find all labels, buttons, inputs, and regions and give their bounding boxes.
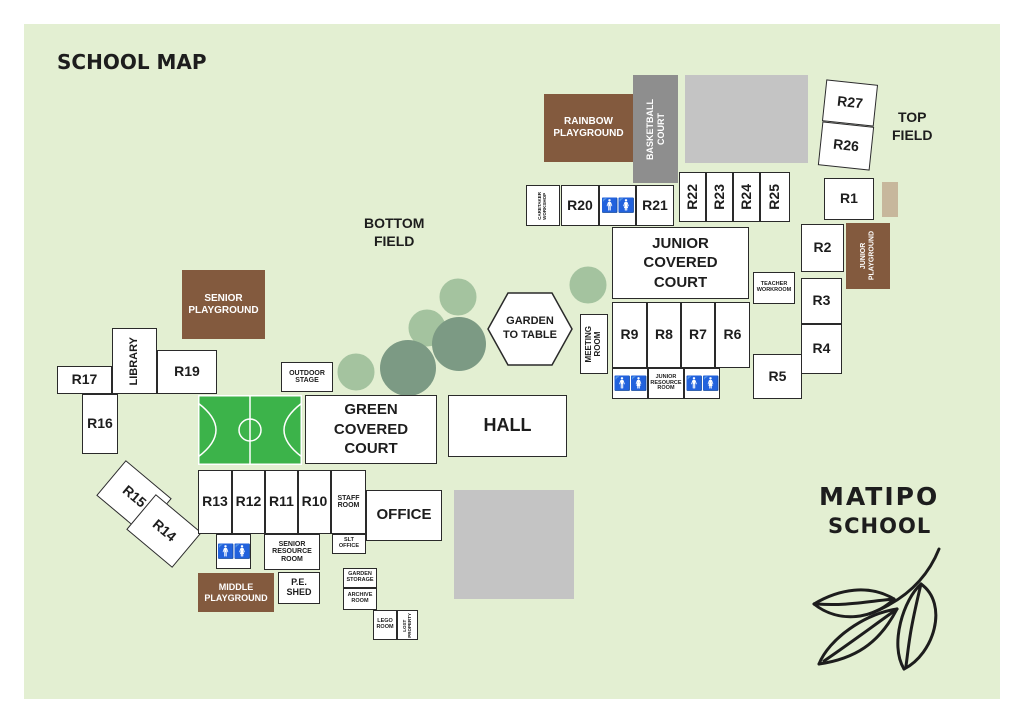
leaf-logo-icon bbox=[812, 547, 941, 671]
room-r12[interactable]: R12 bbox=[232, 470, 265, 534]
lost-property[interactable]: LOST PROPERTY bbox=[397, 610, 418, 640]
room-r1[interactable]: R1 bbox=[824, 178, 874, 220]
tree-icon bbox=[337, 353, 375, 391]
toilet-icon: 🚹🚺 bbox=[684, 368, 720, 399]
room-r26[interactable]: R26 bbox=[817, 121, 875, 171]
logo-line2: SCHOOL bbox=[828, 514, 932, 538]
office[interactable]: OFFICE bbox=[366, 490, 442, 541]
hall[interactable]: HALL bbox=[448, 395, 567, 457]
tree-icon bbox=[432, 317, 486, 371]
garden-storage[interactable]: GARDEN STORAGE bbox=[343, 568, 377, 588]
room-r22-label: R22 bbox=[683, 184, 700, 210]
basketball-court-label: BASKETBALL COURT bbox=[644, 98, 666, 160]
room-r4[interactable]: R4 bbox=[801, 324, 842, 374]
caretaker-workshop-label: CARETAKER WORKSHOP bbox=[537, 191, 547, 220]
room-r27[interactable]: R27 bbox=[821, 79, 879, 127]
map-title: SCHOOL MAP bbox=[57, 50, 207, 74]
room-r11[interactable]: R11 bbox=[265, 470, 298, 534]
room-r3[interactable]: R3 bbox=[801, 278, 842, 324]
room-r13[interactable]: R13 bbox=[198, 470, 232, 534]
car-park-top bbox=[685, 75, 808, 163]
slt-office[interactable]: SLT OFFICE bbox=[332, 534, 366, 554]
staff-room[interactable]: STAFF ROOM bbox=[331, 470, 366, 534]
basketball-court[interactable]: BASKETBALL COURT bbox=[633, 75, 678, 183]
teacher-workroom[interactable]: TEACHER WORKROOM bbox=[753, 272, 795, 304]
room-r25[interactable]: R25 bbox=[760, 172, 790, 222]
room-r2[interactable]: R2 bbox=[801, 224, 844, 272]
room-r20[interactable]: R20 bbox=[561, 185, 599, 226]
green-covered-court[interactable]: GREEN COVERED COURT bbox=[305, 395, 437, 464]
tree-icon bbox=[569, 266, 607, 304]
room-r8[interactable]: R8 bbox=[647, 302, 681, 368]
tree-icon bbox=[380, 340, 436, 396]
library[interactable]: LIBRARY bbox=[112, 328, 157, 394]
room-r25-label: R25 bbox=[766, 184, 783, 210]
room-r24[interactable]: R24 bbox=[733, 172, 760, 222]
room-r24-label: R24 bbox=[737, 184, 754, 210]
pe-shed[interactable]: P.E. SHED bbox=[278, 572, 320, 604]
garden-to-table[interactable] bbox=[486, 291, 574, 367]
lost-property-label: LOST PROPERTY bbox=[401, 612, 412, 638]
logo-line1: MATIPO bbox=[819, 482, 940, 511]
top-field-label: TOP FIELD bbox=[892, 109, 933, 144]
toilet-icon: 🚹🚺 bbox=[599, 185, 636, 226]
room-r21[interactable]: R21 bbox=[636, 185, 674, 226]
junior-playground-label: JUNIOR PLAYGROUND bbox=[859, 231, 875, 281]
room-r6[interactable]: R6 bbox=[715, 302, 750, 368]
room-r19[interactable]: R19 bbox=[157, 350, 217, 394]
green-court-field bbox=[198, 395, 302, 465]
junior-covered-court[interactable]: JUNIOR COVERED COURT bbox=[612, 227, 749, 299]
library-label: LIBRARY bbox=[128, 336, 141, 386]
shed-block bbox=[882, 182, 898, 217]
tree-icon bbox=[439, 278, 477, 316]
junior-resource-room[interactable]: JUNIOR RESOURCE ROOM bbox=[648, 368, 684, 399]
caretaker-workshop[interactable]: CARETAKER WORKSHOP bbox=[526, 185, 560, 226]
room-r16[interactable]: R16 bbox=[82, 394, 118, 454]
bottom-field-label: BOTTOM FIELD bbox=[364, 215, 425, 250]
room-r17[interactable]: R17 bbox=[57, 366, 112, 394]
car-park-bottom bbox=[454, 490, 574, 599]
junior-playground[interactable]: JUNIOR PLAYGROUND bbox=[846, 223, 890, 289]
outdoor-stage[interactable]: OUTDOOR STAGE bbox=[281, 362, 333, 392]
room-r22[interactable]: R22 bbox=[679, 172, 706, 222]
room-r9[interactable]: R9 bbox=[612, 302, 647, 368]
room-r7[interactable]: R7 bbox=[681, 302, 715, 368]
room-r10[interactable]: R10 bbox=[298, 470, 331, 534]
middle-playground[interactable]: MIDDLE PLAYGROUND bbox=[198, 573, 274, 612]
school-map: SCHOOL MAP BOTTOM FIELD TOP FIELD RAINBO… bbox=[24, 24, 1000, 699]
senior-playground[interactable]: SENIOR PLAYGROUND bbox=[182, 270, 265, 339]
lego-room[interactable]: LEGO ROOM bbox=[373, 610, 397, 640]
toilet-icon: 🚹🚺 bbox=[612, 368, 648, 399]
room-r23[interactable]: R23 bbox=[706, 172, 733, 222]
garden-to-table-label: GARDEN TO TABLE bbox=[503, 315, 557, 342]
archive-room[interactable]: ARCHIVE ROOM bbox=[343, 588, 377, 610]
room-r23-label: R23 bbox=[710, 184, 727, 210]
rainbow-playground[interactable]: RAINBOW PLAYGROUND bbox=[544, 94, 633, 162]
meeting-room[interactable]: MEETING ROOM bbox=[580, 314, 608, 374]
room-r5[interactable]: R5 bbox=[753, 354, 802, 399]
trees bbox=[337, 266, 607, 396]
senior-resource-room[interactable]: SENIOR RESOURCE ROOM bbox=[264, 534, 320, 570]
toilet-icon: 🚹🚺 bbox=[216, 534, 251, 569]
